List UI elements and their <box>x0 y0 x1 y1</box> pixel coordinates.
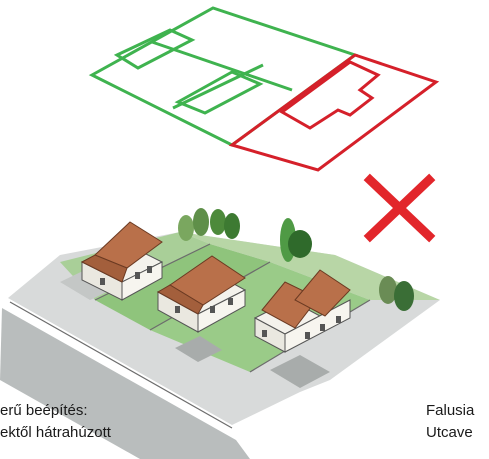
tree <box>394 281 414 311</box>
caption-left-line1: erű beépítés: <box>0 400 220 422</box>
tree <box>210 209 226 235</box>
tree <box>224 213 240 239</box>
tree <box>379 276 397 304</box>
red-x-cross-icon <box>370 180 429 236</box>
caption-left: erű beépítés: ektől hátrahúzott <box>0 400 220 444</box>
tree <box>193 208 209 236</box>
caption-right: Falusia Utcave <box>426 400 474 444</box>
tree <box>178 215 194 241</box>
tree <box>288 230 312 258</box>
plan-outlines <box>92 8 436 170</box>
caption-right-line2: Utcave <box>426 422 474 444</box>
caption-left-line2: ektől hátrahúzott <box>0 422 220 444</box>
red-plan-outline <box>232 55 436 170</box>
caption-right-line1: Falusia <box>426 400 474 422</box>
